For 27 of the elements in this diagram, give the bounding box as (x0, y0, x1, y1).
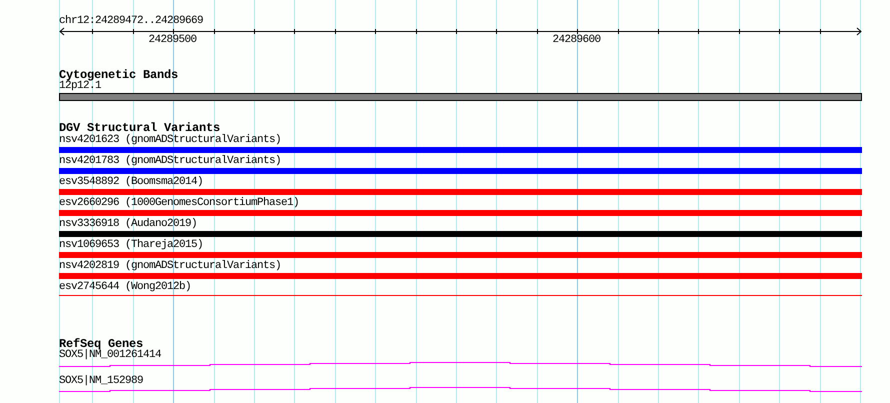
variant-bar (59, 210, 862, 216)
feature-label: SOX5|NM_152989 (59, 376, 144, 387)
variant-bar (59, 147, 862, 153)
track-title: DGV Structural Variants (59, 122, 220, 134)
feature-label: nsv4202819 (gnomADStructuralVariants) (59, 261, 282, 272)
feature-label: nsv3336918 (Audano2019) (59, 219, 198, 230)
variant-bar (59, 273, 862, 279)
cytoband-bar (59, 93, 862, 101)
variant-bar (59, 168, 862, 174)
feature-label: nsv4201783 (gnomADStructuralVariants) (59, 156, 282, 167)
feature-label: esv2660296 (1000GenomesConsortiumPhase1) (59, 198, 300, 209)
feature-label: esv2745644 (Wong2012b) (59, 282, 192, 293)
feature-label: nsv1069653 (Thareja2015) (59, 240, 204, 251)
feature-label: SOX5|NM_001261414 (59, 350, 162, 361)
feature-label: 12p12.1 (59, 81, 102, 92)
tick-label: 24289600 (552, 35, 600, 46)
track-title: RefSeq Genes (59, 338, 144, 350)
track-title: Cytogenetic Bands (59, 69, 178, 81)
tick-label: 24289500 (148, 35, 196, 46)
gene-intron-line (59, 387, 862, 392)
variant-bar (59, 231, 862, 237)
variant-bar (59, 252, 862, 258)
variant-bar (59, 189, 862, 195)
gene-intron-line (59, 362, 862, 367)
feature-label: esv3548892 (Boomsma2014) (59, 177, 204, 188)
feature-label: nsv4201623 (gnomADStructuralVariants) (59, 135, 282, 146)
location-label: chr12:24289472..24289669 (59, 16, 204, 27)
